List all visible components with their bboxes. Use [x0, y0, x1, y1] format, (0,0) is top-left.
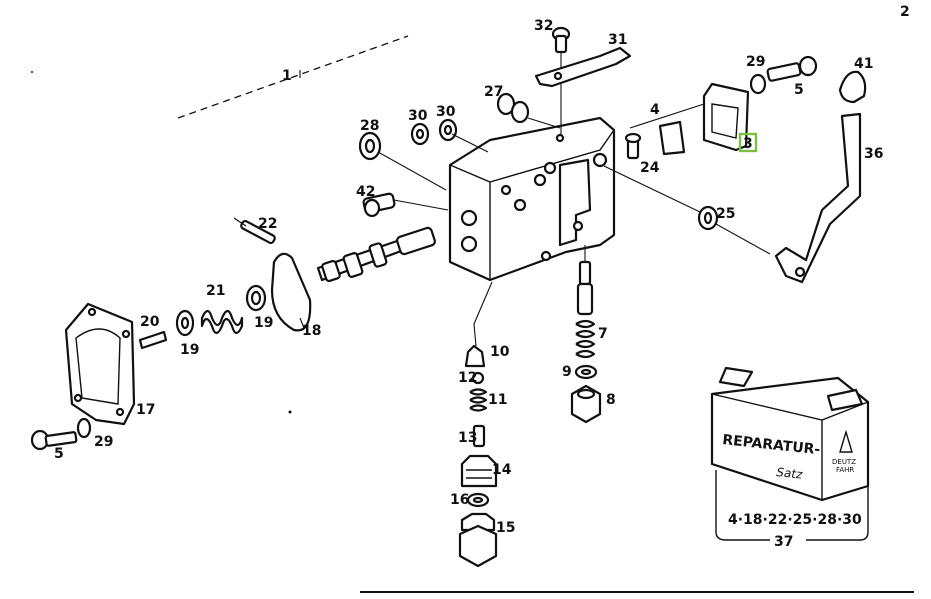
washer-9 — [574, 364, 598, 380]
repair-kit-contents: 4·18·22·25·28·30 — [728, 512, 862, 528]
assembly-axis-line — [177, 35, 409, 119]
callout-13: 13 — [458, 430, 477, 446]
spring-seat-right — [245, 284, 267, 312]
callout-9: 9 — [562, 364, 572, 380]
end-cover — [64, 302, 136, 426]
brand-line-1: DEUTZ — [832, 458, 856, 466]
callout-16: 16 — [450, 492, 469, 508]
callout-37: 37 — [774, 534, 793, 550]
callout-17: 17 — [136, 402, 155, 418]
lever-31 — [534, 46, 632, 88]
knob-41 — [838, 70, 867, 104]
callout-10: 10 — [490, 344, 510, 360]
valve-pin — [576, 245, 594, 316]
plug — [362, 192, 449, 218]
gasket-4 — [658, 120, 686, 156]
pin-32 — [551, 26, 571, 136]
callout-15: 15 — [496, 520, 515, 536]
callout-29-left: 29 — [94, 434, 113, 450]
callout-42: 42 — [356, 184, 375, 200]
spring — [200, 309, 244, 335]
control-lever — [774, 112, 862, 284]
repair-kit-sublabel: Satz — [776, 465, 804, 482]
callout-5-left: 5 — [54, 446, 64, 462]
gasket — [270, 252, 312, 332]
callout-25: 25 — [716, 206, 735, 222]
washer-30b — [438, 118, 458, 142]
callout-18: 18 — [302, 323, 321, 339]
callout-21: 21 — [206, 283, 225, 299]
valve-cone-10 — [464, 344, 486, 368]
callout-3-highlight — [738, 132, 758, 153]
page-number: 2 — [900, 4, 910, 20]
callout-41: 41 — [854, 56, 873, 72]
leader-10 — [473, 281, 493, 347]
nut-15 — [458, 512, 498, 568]
plunger — [138, 330, 168, 350]
cover-plate — [629, 82, 750, 152]
leader-30 — [451, 133, 489, 153]
callout-3: 3 — [743, 136, 753, 152]
callout-36: 36 — [864, 146, 883, 162]
callout-31: 31 — [608, 32, 627, 48]
screw-upper-right — [749, 55, 818, 95]
main-housing — [448, 116, 616, 282]
callout-20: 20 — [140, 314, 160, 330]
print-speck — [288, 410, 292, 414]
callout-22: 22 — [258, 216, 277, 232]
pin-13 — [472, 424, 486, 448]
ring-12 — [471, 371, 485, 385]
repair-kit-box — [710, 366, 870, 502]
callout-4: 4 — [650, 102, 660, 118]
spring-7 — [575, 319, 596, 359]
callout-8: 8 — [606, 392, 616, 408]
callout-28: 28 — [360, 118, 379, 134]
callout-30b: 30 — [436, 104, 456, 120]
callout-5-right: 5 — [794, 82, 804, 98]
callout-29-right: 29 — [746, 54, 765, 70]
callout-19-right: 19 — [254, 315, 273, 331]
print-speck — [31, 71, 33, 73]
callout-19-left: 19 — [180, 342, 199, 358]
deutz-logo — [839, 429, 853, 453]
sleeve-14 — [460, 454, 498, 488]
brand-line-2: FAHR — [836, 466, 854, 474]
sealing-rings — [496, 92, 561, 129]
leader-28 — [377, 151, 447, 191]
pin — [233, 217, 276, 245]
callout-24: 24 — [640, 160, 660, 176]
washer-25 — [603, 165, 771, 255]
callout-1: 1 — [282, 68, 292, 84]
washer-16 — [466, 492, 490, 508]
callout-11: 11 — [488, 392, 507, 408]
callout-32: 32 — [534, 18, 553, 34]
fitting-24 — [624, 132, 642, 160]
callout-7: 7 — [598, 326, 608, 342]
callout-12: 12 — [458, 370, 477, 386]
spring-seat-left — [175, 309, 195, 337]
screw-bottom-left — [30, 417, 92, 451]
washer-28 — [358, 131, 382, 161]
spool-valve — [316, 226, 436, 283]
callout-14: 14 — [492, 462, 512, 478]
callout-27: 27 — [484, 84, 503, 100]
washer-30a — [410, 122, 430, 146]
spring-11 — [469, 388, 488, 412]
callout-30a: 30 — [408, 108, 428, 124]
leader-18 — [299, 317, 305, 329]
repair-kit-bracket — [715, 470, 869, 541]
nut-8 — [570, 384, 602, 424]
